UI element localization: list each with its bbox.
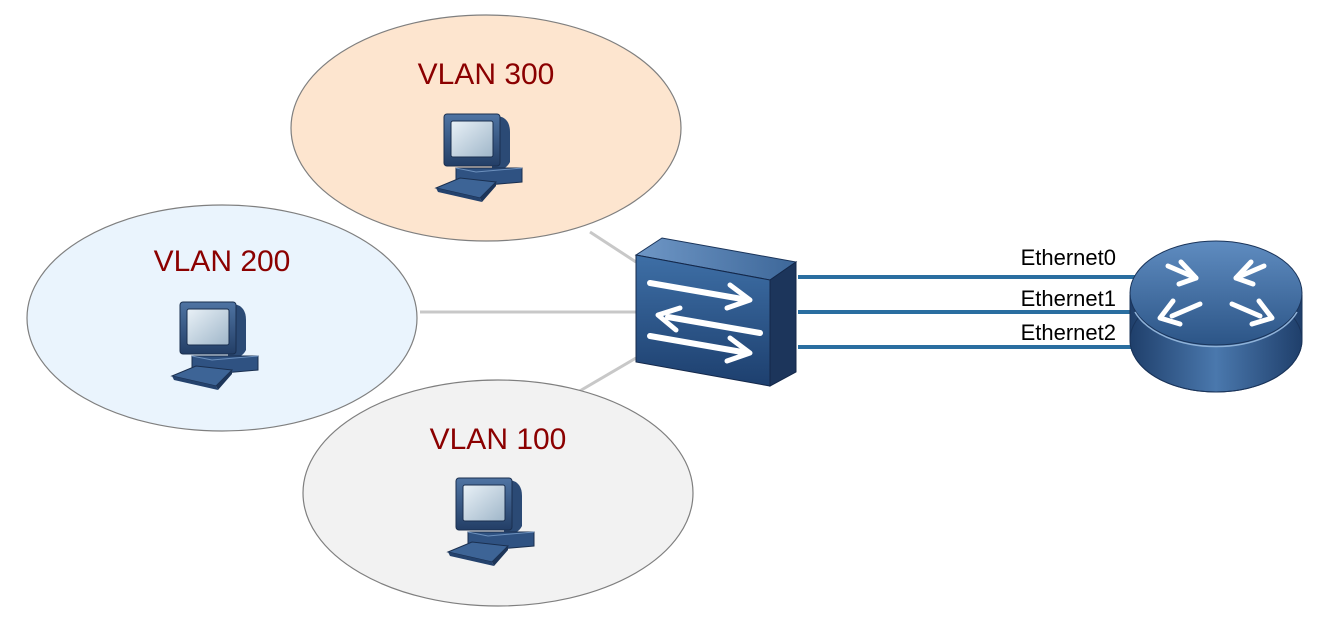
- connector-vlan100: [577, 356, 637, 394]
- ethernet-links: Ethernet0 Ethernet1 Ethernet2: [798, 245, 1135, 349]
- link-ethernet1-label: Ethernet1: [1021, 286, 1116, 311]
- vlan-300-label: VLAN 300: [418, 58, 555, 91]
- connector-vlan300: [589, 230, 637, 264]
- vlan-300-group: VLAN 300: [290, 14, 682, 242]
- link-ethernet2-label: Ethernet2: [1021, 320, 1116, 345]
- switch-icon: [634, 237, 798, 387]
- vlan-100-group: VLAN 100: [302, 379, 694, 607]
- link-ethernet0-label: Ethernet0: [1021, 245, 1116, 270]
- vlan-200-label: VLAN 200: [154, 245, 291, 278]
- vlan-100-label: VLAN 100: [430, 423, 567, 456]
- router-icon: [1129, 240, 1303, 393]
- vlan-200-group: VLAN 200: [26, 204, 418, 432]
